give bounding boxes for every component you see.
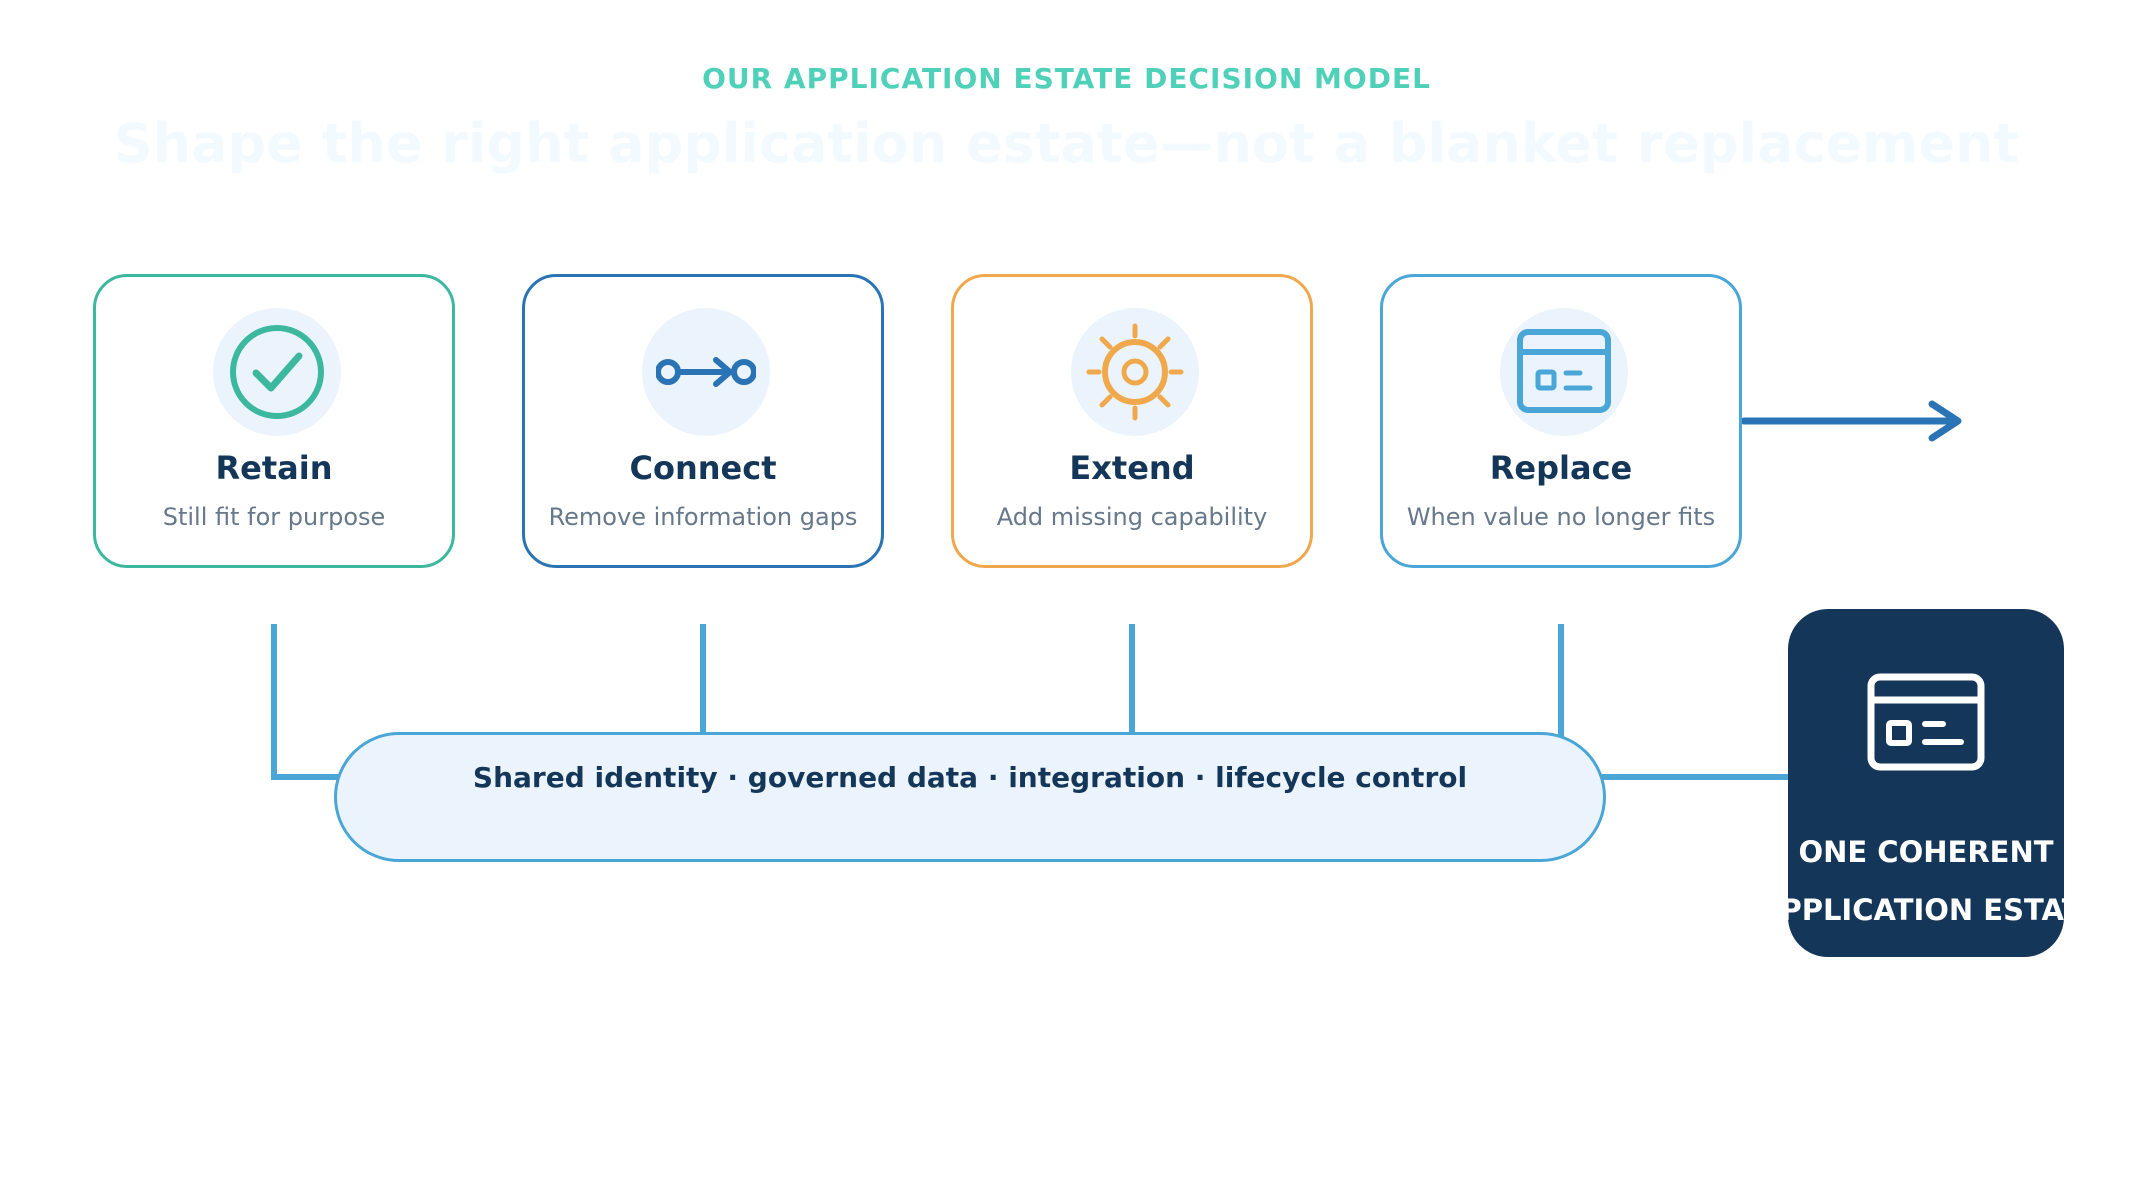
icon-badge xyxy=(1071,308,1199,436)
card-description: Remove information gaps xyxy=(548,503,858,531)
app-window-icon xyxy=(1867,673,1985,771)
card-description: Still fit for purpose xyxy=(162,503,386,531)
shared-platform-label: Shared identity · governed data · integr… xyxy=(472,761,1468,794)
card-extend: Extend Add missing capability xyxy=(951,274,1313,568)
eyebrow-title: OUR APPLICATION ESTATE DECISION MODEL xyxy=(702,62,1431,95)
outcome-box: ONE COHERENT APPLICATION ESTATE xyxy=(1788,609,2064,957)
connect-arrow-icon xyxy=(656,357,756,387)
card-title: Replace xyxy=(1489,449,1633,487)
card-title: Retain xyxy=(215,449,333,487)
card-title: Extend xyxy=(1069,449,1195,487)
headline: Shape the right application estate—not a… xyxy=(113,112,2020,175)
card-connect: Connect Remove information gaps xyxy=(522,274,884,568)
right-arrow-icon xyxy=(1740,400,1962,442)
card-replace: Replace When value no longer fits xyxy=(1380,274,1742,568)
icon-badge xyxy=(642,308,770,436)
icon-badge xyxy=(1500,308,1628,436)
outcome-label: ONE COHERENT APPLICATION ESTATE xyxy=(1788,823,2064,939)
outcome-line-1: ONE COHERENT xyxy=(1798,835,2054,869)
icon-badge xyxy=(213,308,341,436)
card-description: When value no longer fits xyxy=(1406,503,1716,531)
app-window-icon xyxy=(1517,329,1611,413)
outcome-line-2: APPLICATION ESTATE xyxy=(1788,893,2064,927)
card-title: Connect xyxy=(629,449,777,487)
sun-gear-icon xyxy=(1086,323,1184,421)
card-retain: Retain Still fit for purpose xyxy=(93,274,455,568)
check-circle-icon xyxy=(230,325,324,419)
shared-platform-band: Shared identity · governed data · integr… xyxy=(334,732,1606,862)
card-description: Add missing capability xyxy=(996,503,1268,531)
